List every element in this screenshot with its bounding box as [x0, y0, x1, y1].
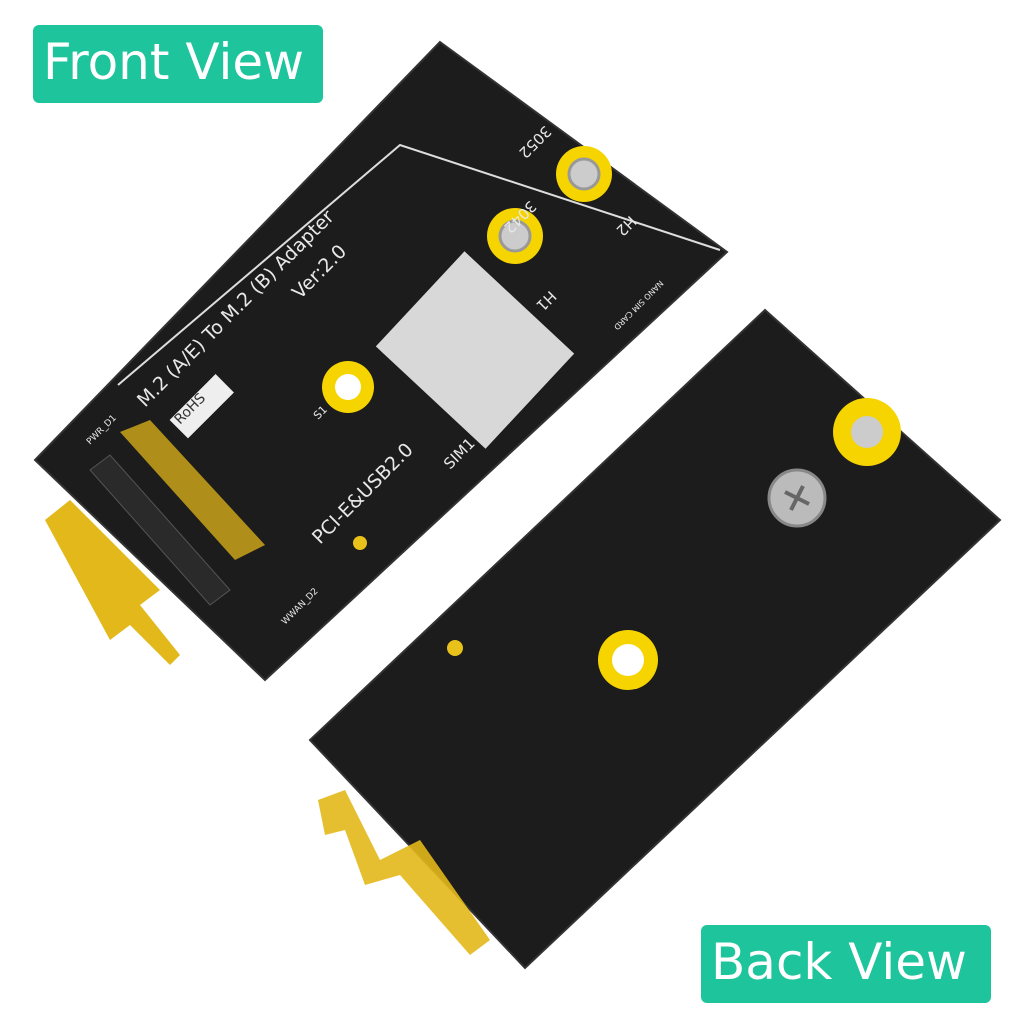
m2-slot — [120, 420, 265, 560]
front-gold-fingers — [45, 500, 180, 665]
back-view-label: Back View — [701, 925, 991, 1003]
front-view-label: Front View — [33, 25, 323, 103]
back-board — [308, 308, 1002, 970]
sim-slot — [375, 251, 575, 449]
back-gold-fingers — [318, 790, 490, 955]
